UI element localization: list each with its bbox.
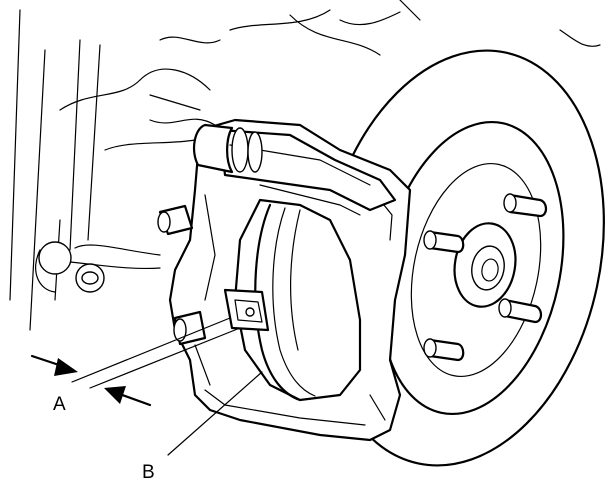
leader-line-b [167, 371, 263, 456]
wheel-stud [503, 193, 548, 218]
suspension-background [9, 0, 601, 331]
wheel-hub [453, 222, 517, 308]
leader-line-a [71, 317, 241, 389]
tie-rod-end [35, 241, 161, 293]
callout-label-a: A [53, 394, 66, 415]
guide-pin [157, 204, 194, 236]
thickness-arrow-upper [30, 354, 78, 376]
wheel-stud [423, 230, 465, 254]
thickness-arrow-lower [104, 386, 152, 407]
brake-pad [233, 198, 362, 402]
caliper-cylinder [192, 123, 397, 216]
pad-retaining-clip [223, 288, 270, 332]
wheel-stud [423, 338, 465, 362]
lower-mounting-bolt [173, 310, 211, 386]
wheel-stud [498, 298, 543, 324]
callout-label-b: B [142, 462, 155, 483]
